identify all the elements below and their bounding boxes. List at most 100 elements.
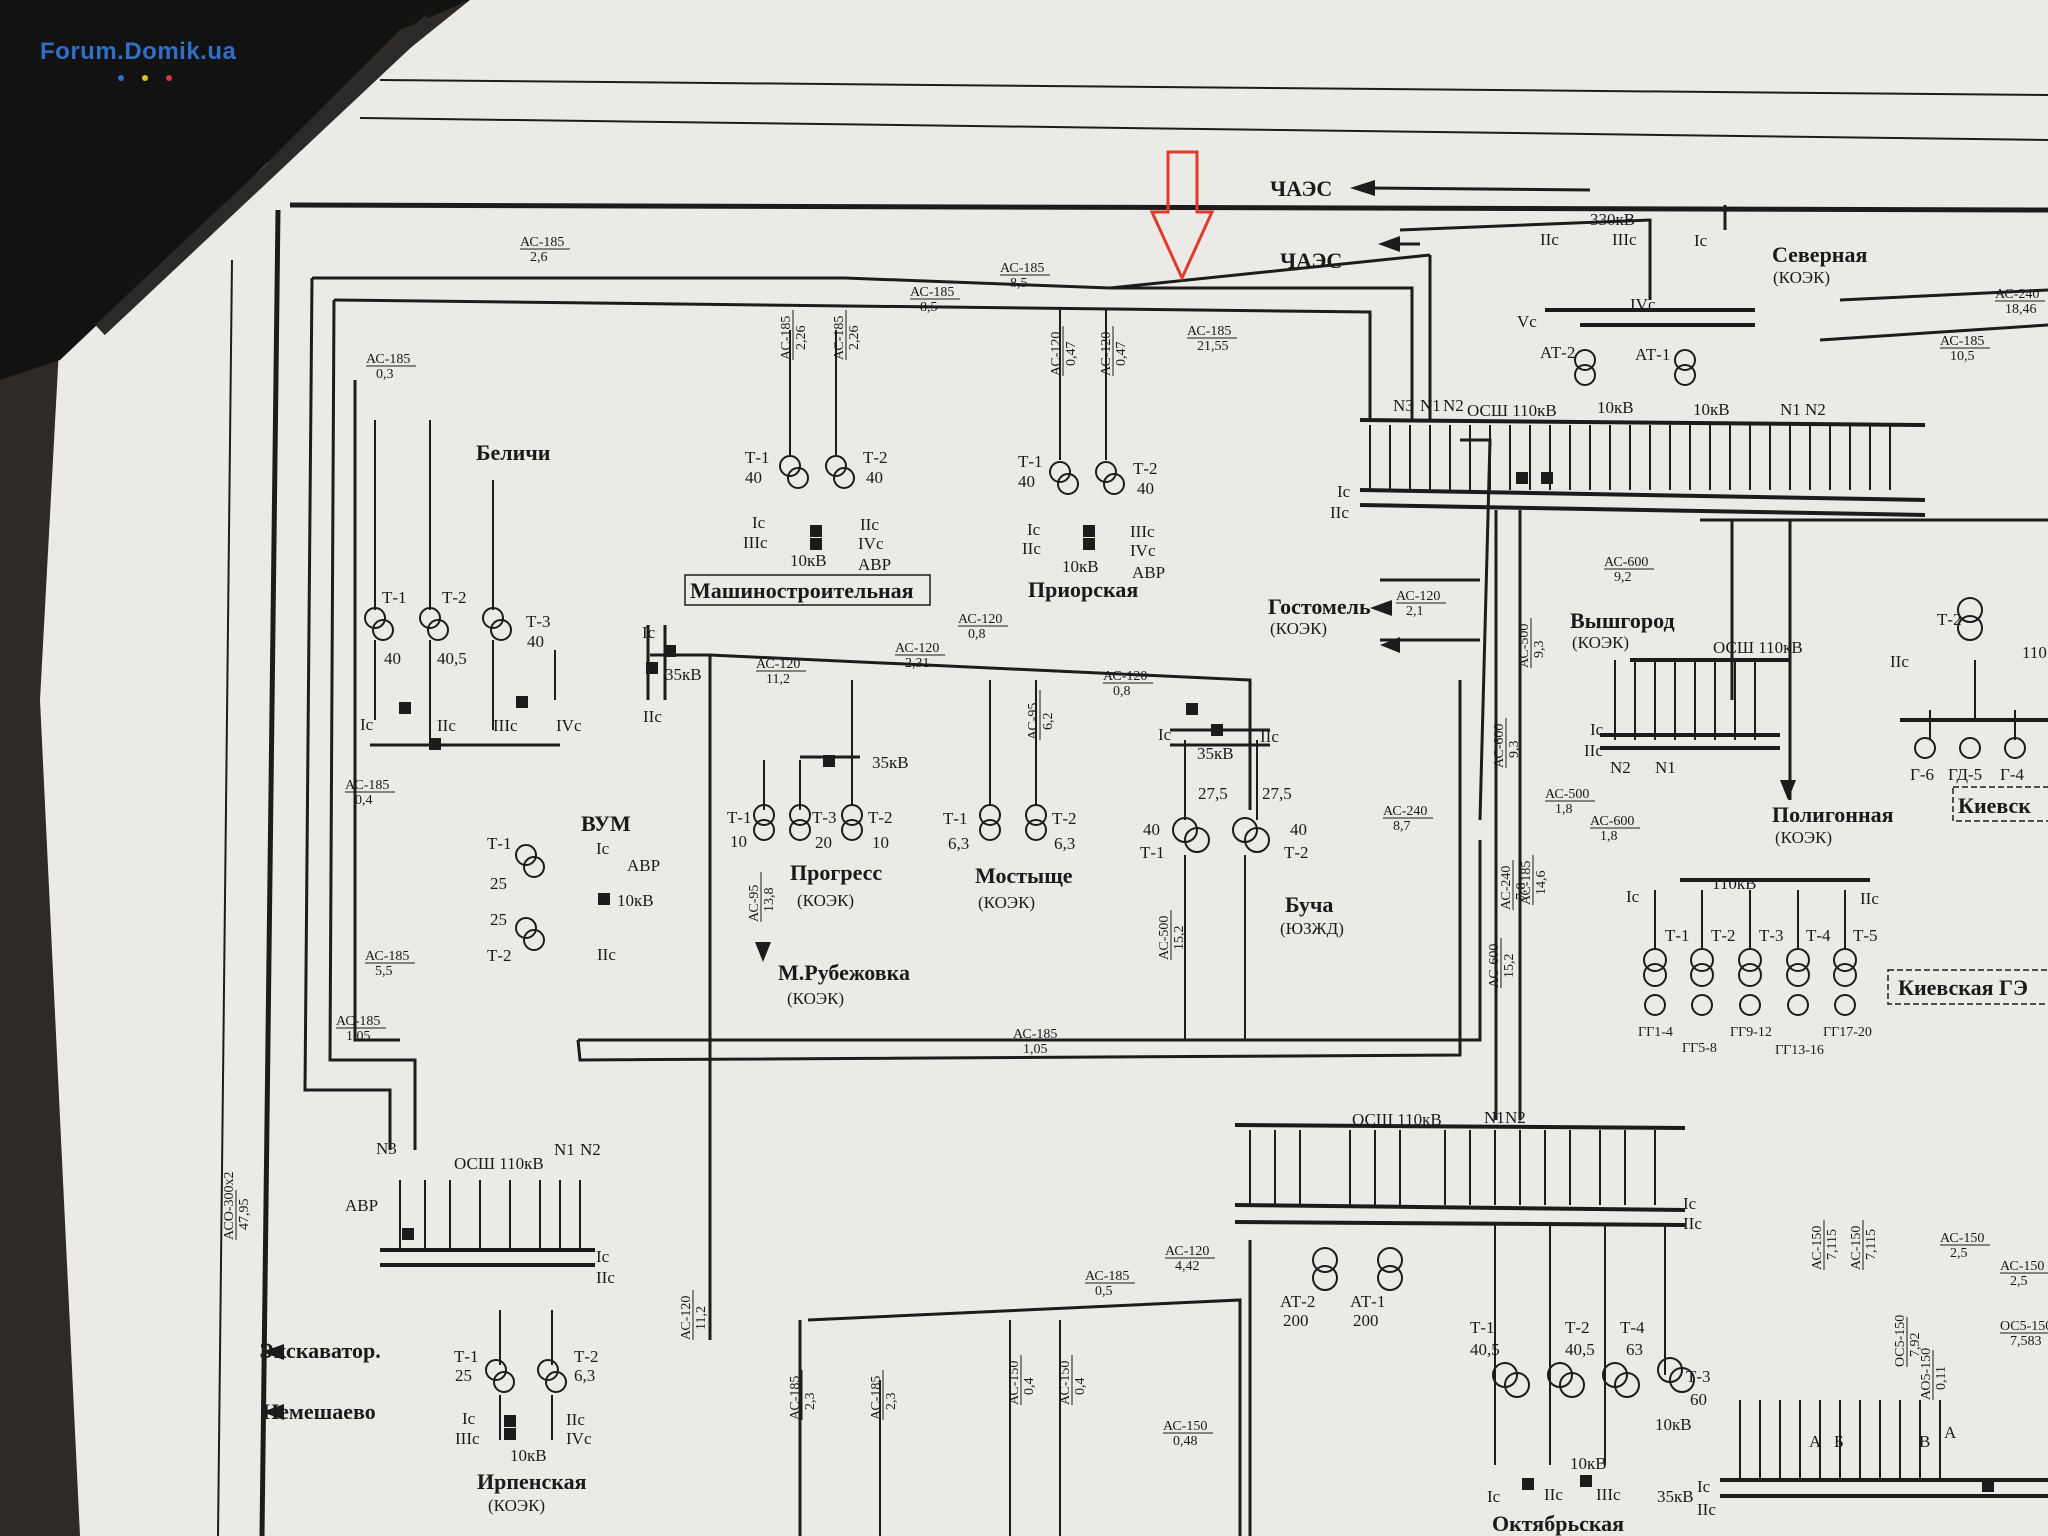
- mashinostroitelnaya-frame: [684, 574, 931, 606]
- line-type: АС-185: [345, 778, 389, 793]
- line-type: АО5-150: [1919, 1348, 1934, 1400]
- progress-owner: (КОЭК): [797, 891, 854, 910]
- irpen-ivc: IVc: [566, 1429, 592, 1448]
- line-length: 0,4: [355, 793, 373, 808]
- vyshgorod-ic: Ic: [1590, 720, 1604, 739]
- line-type: АС-600: [1590, 814, 1634, 829]
- line-length: 2,1: [1406, 604, 1424, 619]
- line-type: АС-185: [1000, 261, 1044, 276]
- line-type: АС-150: [1007, 1361, 1022, 1405]
- irpen-ic2: Ic: [462, 1409, 476, 1428]
- okt-n1: N1: [1484, 1108, 1505, 1127]
- severnaya-bus-ic: Ic: [1694, 231, 1708, 250]
- gostomel-owner: (КОЭК): [1270, 619, 1327, 638]
- mostysche-t1: Т-1: [943, 809, 968, 828]
- okt-osh: ОСШ 110кВ: [1352, 1110, 1442, 1129]
- hub35-ic: Ic: [642, 623, 656, 642]
- line-type: АС-185: [336, 1014, 380, 1029]
- prior-t2-rating: 40: [1137, 479, 1154, 498]
- watermark-logo: Forum.Domik.ua: [40, 38, 237, 65]
- mash-iic: IIc: [860, 515, 879, 534]
- line-type: АС-120: [895, 641, 939, 656]
- line-length: 2,6: [530, 250, 548, 265]
- severnaya-bus-vc: Vc: [1517, 312, 1537, 331]
- feed-arrows: [262, 180, 1796, 1420]
- irpen-iic: IIc: [596, 1268, 615, 1287]
- okt-t3: Т-3: [1686, 1367, 1711, 1386]
- line-length: 18,46: [2005, 302, 2037, 317]
- okt-iic2: IIc: [1544, 1485, 1563, 1504]
- rgen-t2: Т-2: [1937, 610, 1962, 629]
- vum-t1-rating: 25: [490, 874, 507, 893]
- line-length: 7,115: [1864, 1229, 1879, 1260]
- prior-ic: Ic: [1027, 520, 1041, 539]
- line-length: 8,5: [1010, 276, 1028, 291]
- line-length: 10,5: [1950, 349, 1975, 364]
- mash-ivc: IVc: [858, 534, 884, 553]
- rgen-gd5: ГД-5: [1948, 765, 1982, 784]
- vyshgorod-iic: IIc: [1584, 741, 1603, 760]
- line-type: АСО-300х2: [222, 1171, 237, 1240]
- mostysche-t2: Т-2: [1052, 809, 1077, 828]
- okt-b: Б: [1834, 1432, 1844, 1451]
- line-length: 0,11: [1934, 1366, 1949, 1390]
- pen-body: [95, 14, 435, 336]
- vum-ic: Ic: [596, 839, 610, 858]
- irpen-osh: ОСШ 110кВ: [454, 1154, 544, 1173]
- kges-iic: IIc: [1860, 889, 1879, 908]
- line-length: 2,31: [905, 656, 930, 671]
- irpen-t2: Т-2: [574, 1347, 599, 1366]
- poligonnaya-owner: (КОЭК): [1775, 828, 1832, 847]
- severnaya-bus-ivc: IVc: [1630, 295, 1656, 314]
- severnaya-osh: ОСШ 110кВ: [1467, 401, 1557, 420]
- kges-t4: Т-4: [1806, 926, 1831, 945]
- kges-gg1: ГГ1-4: [1638, 1025, 1673, 1040]
- line-length: 14,6: [1534, 871, 1549, 896]
- okt-t4: Т-4: [1620, 1318, 1645, 1337]
- chaes-feed-label-1: ЧАЭС: [1270, 176, 1332, 201]
- mash-ic: Ic: [752, 513, 766, 532]
- prior-iiic: IIIc: [1130, 522, 1155, 541]
- irpen-ic: Ic: [596, 1247, 610, 1266]
- irpenskaya-owner: (КОЭК): [488, 1496, 545, 1515]
- bucha-iic: IIc: [1260, 727, 1279, 746]
- okt-at1: АТ-1: [1350, 1292, 1385, 1311]
- line-type: АС-120: [958, 612, 1002, 627]
- okt-at1-rating: 200: [1353, 1311, 1379, 1330]
- prior-t1: Т-1: [1018, 452, 1043, 471]
- kges-gg3: ГГ9-12: [1730, 1025, 1772, 1040]
- severnaya-iic: IIc: [1330, 503, 1349, 522]
- severnaya-bus-iic: IIc: [1540, 230, 1559, 249]
- okt-iic: IIc: [1683, 1214, 1702, 1233]
- line-type: АС-185: [1013, 1027, 1057, 1042]
- line-length: 1,8: [1600, 829, 1618, 844]
- mash-10kv: 10кВ: [790, 551, 827, 570]
- line-type: АС-150: [1849, 1226, 1864, 1270]
- line-length: 2,3: [884, 1393, 899, 1411]
- mostysche-name: Мостыще: [975, 863, 1073, 888]
- okt-ic2: Ic: [1487, 1487, 1501, 1506]
- kges-gg4: ГГ13-16: [1775, 1043, 1824, 1058]
- kges-ic: Ic: [1626, 887, 1640, 906]
- line-length: 6,2: [1041, 713, 1056, 731]
- line-length: 1,05: [346, 1029, 371, 1044]
- severnaya-n2-right: N2: [1805, 400, 1826, 419]
- line-length: 21,55: [1197, 339, 1229, 354]
- mash-avr: АВР: [858, 555, 891, 574]
- line-length: 7,92: [1908, 1333, 1923, 1358]
- line-length: 8,5: [920, 300, 938, 315]
